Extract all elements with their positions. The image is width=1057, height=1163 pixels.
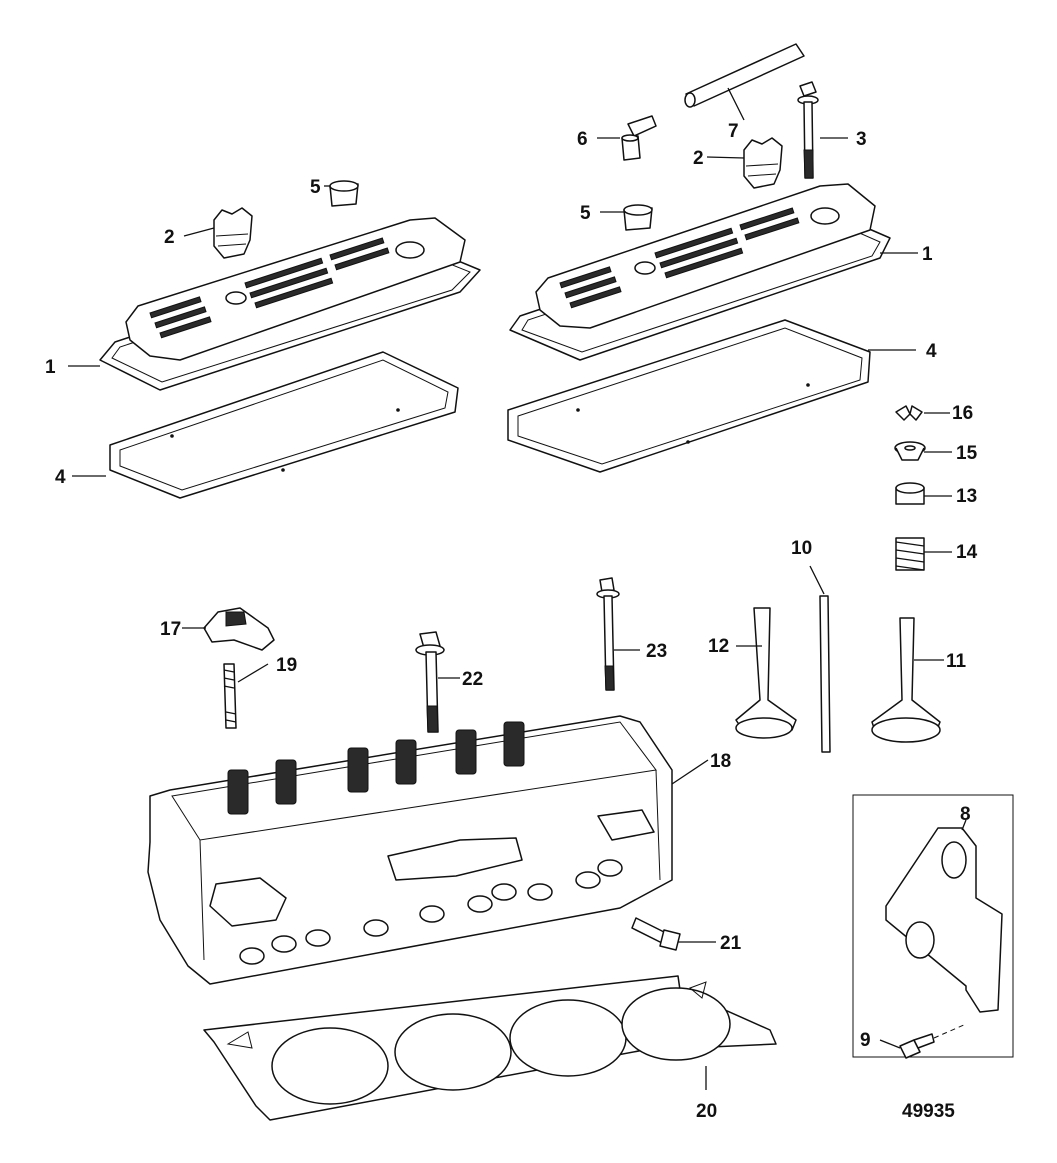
bracket-screw bbox=[899, 1023, 967, 1059]
valve-spring-retainer bbox=[894, 441, 926, 461]
callout-4-left: 4 bbox=[55, 467, 66, 488]
callout-21: 21 bbox=[720, 933, 742, 954]
head-bolt-long bbox=[415, 631, 445, 733]
cylinder-head bbox=[147, 715, 673, 985]
head-bolt-small bbox=[631, 917, 681, 951]
callout-16: 16 bbox=[952, 403, 973, 424]
callout-7: 7 bbox=[728, 121, 739, 142]
pcv-elbow bbox=[621, 115, 657, 161]
valve-springs-in-head bbox=[227, 721, 525, 815]
callout-18: 18 bbox=[710, 751, 731, 772]
callout-11: 11 bbox=[946, 651, 967, 672]
exhaust-valve bbox=[871, 617, 941, 743]
breather-tube bbox=[684, 43, 805, 108]
callout-17: 17 bbox=[160, 619, 181, 640]
inset-frame bbox=[852, 794, 1014, 1058]
callout-10: 10 bbox=[791, 538, 812, 559]
callout-20: 20 bbox=[696, 1101, 717, 1122]
right-rocker-cover bbox=[509, 183, 891, 361]
rocker-arm-stud bbox=[223, 663, 237, 729]
callout-15: 15 bbox=[956, 443, 978, 464]
callout-1-right: 1 bbox=[922, 244, 933, 265]
callout-5-left: 5 bbox=[310, 177, 321, 198]
left-oil-filler-cap bbox=[213, 207, 253, 259]
callout-2-right: 2 bbox=[693, 148, 704, 169]
valve-seal bbox=[895, 482, 925, 505]
callout-12: 12 bbox=[708, 636, 729, 657]
callout-23: 23 bbox=[646, 641, 667, 662]
callout-6: 6 bbox=[577, 129, 588, 150]
head-bolt-short bbox=[596, 577, 620, 691]
callout-labels: 1 1 2 2 3 4 4 5 5 6 7 8 9 10 11 12 13 14… bbox=[45, 121, 978, 1122]
exhaust-ports bbox=[209, 809, 655, 927]
bolt-bosses bbox=[239, 859, 623, 965]
valve-spring bbox=[895, 537, 925, 571]
callout-19: 19 bbox=[276, 655, 297, 676]
callout-9: 9 bbox=[860, 1030, 871, 1051]
callout-22: 22 bbox=[462, 669, 483, 690]
valve-keepers bbox=[895, 405, 923, 421]
pushrod bbox=[819, 595, 831, 753]
callout-8: 8 bbox=[960, 804, 971, 825]
callout-3: 3 bbox=[856, 129, 867, 150]
callout-1-left: 1 bbox=[45, 357, 56, 378]
left-grommet bbox=[329, 180, 359, 207]
head-gasket bbox=[203, 975, 777, 1121]
callout-14: 14 bbox=[956, 542, 978, 563]
callout-4-right: 4 bbox=[926, 341, 937, 362]
intake-valve bbox=[735, 607, 797, 739]
left-rocker-cover bbox=[99, 217, 481, 391]
rocker-cover-bolt bbox=[797, 81, 819, 179]
right-grommet bbox=[623, 204, 653, 231]
bracket bbox=[885, 827, 1003, 1013]
callout-13: 13 bbox=[956, 486, 977, 507]
left-rocker-cover-gasket bbox=[109, 351, 459, 499]
rocker-arm bbox=[203, 607, 275, 651]
leader-lines bbox=[68, 87, 967, 1090]
figure-number: 49935 bbox=[902, 1101, 955, 1122]
callout-5-right: 5 bbox=[580, 203, 591, 224]
right-rocker-cover-gasket bbox=[507, 319, 871, 473]
right-oil-filler-cap bbox=[743, 137, 783, 189]
callout-2-left: 2 bbox=[164, 227, 175, 248]
